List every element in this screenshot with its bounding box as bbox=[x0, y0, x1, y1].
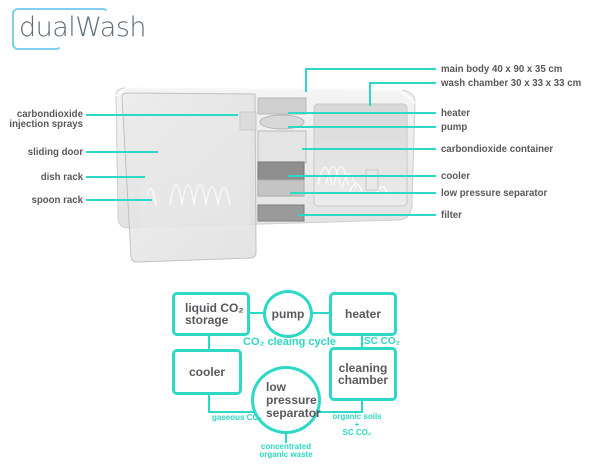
node-cleaning-chamber: cleaning chamber bbox=[329, 347, 397, 401]
label-line: concentrated bbox=[260, 442, 312, 451]
node-text: storage bbox=[185, 313, 229, 327]
label-gaseous-co2: gaseous CO₂ bbox=[212, 413, 263, 422]
node-low-pressure-separator: low pressure separator bbox=[251, 366, 321, 434]
node-text: liquid CO₂ bbox=[185, 301, 244, 315]
node-text: separator bbox=[266, 405, 321, 420]
label-line: + bbox=[354, 420, 360, 429]
label-heater: heater bbox=[441, 107, 470, 119]
label-line: organic waste bbox=[259, 450, 313, 459]
node-text: low bbox=[266, 379, 286, 394]
label-cooler: cooler bbox=[441, 170, 470, 182]
dualwash-logo: dualWash bbox=[12, 8, 147, 50]
label-filter: filter bbox=[441, 209, 462, 221]
node-text: pressure bbox=[266, 392, 317, 407]
node-pump: pump bbox=[263, 290, 313, 338]
component-stack bbox=[257, 97, 307, 222]
label-main-body: main body 40 x 90 x 35 cm bbox=[441, 63, 563, 75]
label-injection-sprays: carbondioxide injection sprays bbox=[9, 108, 83, 130]
node-cooler: cooler bbox=[172, 349, 242, 395]
label-line: SC CO₂ bbox=[342, 428, 372, 437]
label-line: injection sprays bbox=[9, 118, 83, 130]
label-concentrated-waste: concentrated organic waste bbox=[246, 443, 326, 459]
node-liquid-co2-storage: liquid CO₂ storage bbox=[172, 292, 250, 336]
callout-lines-right bbox=[288, 68, 436, 216]
label-spoon-rack: spoon rack bbox=[31, 194, 83, 206]
label-organic-soils: organic soils + SC CO₂ bbox=[316, 413, 398, 437]
node-heater: heater bbox=[329, 292, 397, 336]
callout-lines-left bbox=[86, 114, 238, 201]
node-text: cleaning bbox=[338, 361, 388, 375]
label-separator: low pressure separator bbox=[441, 187, 548, 199]
node-text: chamber bbox=[337, 373, 389, 387]
wash-chamber bbox=[313, 103, 408, 207]
sliding-door bbox=[121, 92, 257, 263]
label-cycle: CO₂ cleaing cycle bbox=[243, 336, 336, 348]
logo-frame-bottom bbox=[12, 8, 62, 50]
label-wash-chamber: wash chamber 30 x 33 x 33 cm bbox=[441, 77, 582, 89]
label-co2-container: carbondioxide container bbox=[441, 143, 554, 155]
label-sc-co2: SC CO₂ bbox=[364, 336, 401, 347]
logo-text: dualWash bbox=[19, 12, 147, 43]
label-sliding-door: sliding door bbox=[27, 146, 83, 158]
label-line: carbondioxide bbox=[16, 108, 83, 120]
connector-cooler-separator bbox=[208, 394, 256, 413]
label-line: organic soils bbox=[332, 412, 382, 421]
label-pump: pump bbox=[441, 121, 468, 133]
label-dish-rack: dish rack bbox=[40, 171, 83, 183]
callout-line-main-body bbox=[305, 68, 436, 92]
connector-chamber-separator bbox=[316, 400, 363, 413]
callout-line-wash-chamber bbox=[369, 82, 436, 106]
